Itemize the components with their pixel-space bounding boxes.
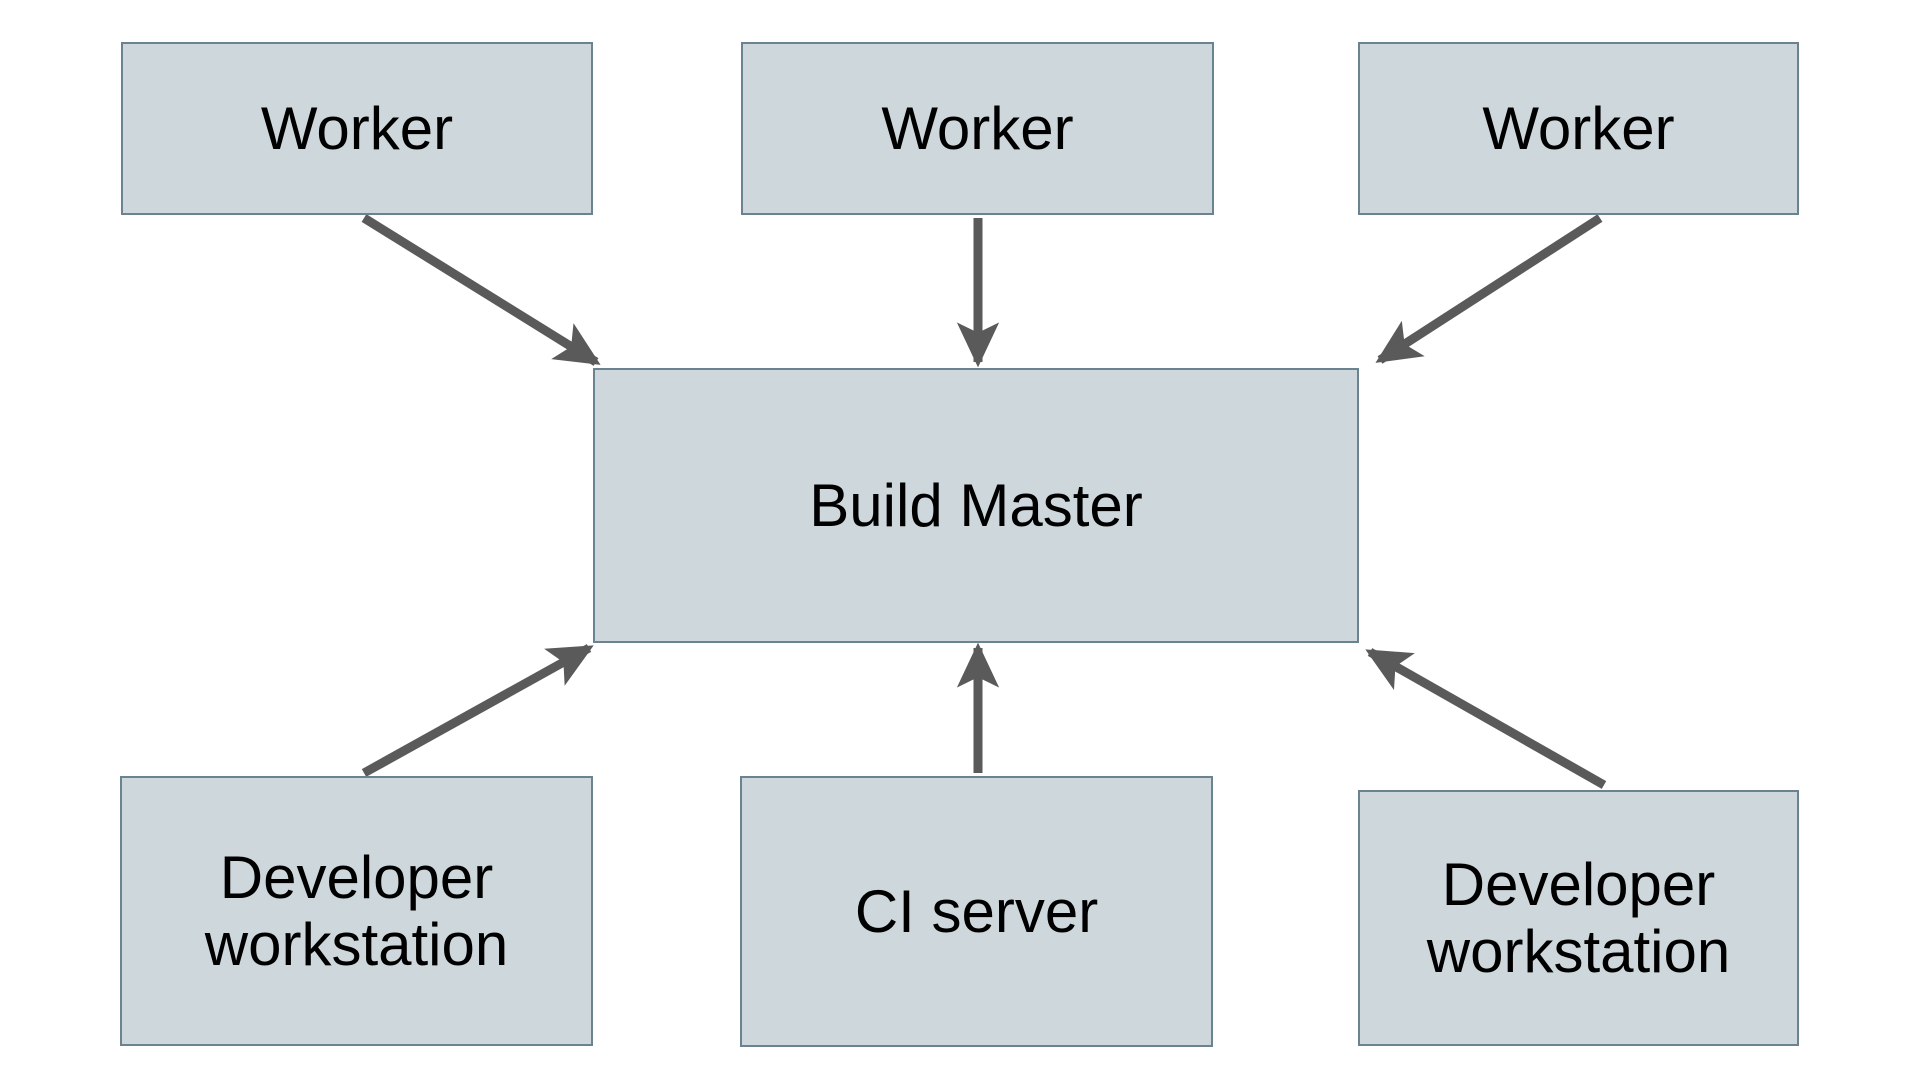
node-worker-1[interactable]: Worker: [121, 42, 593, 215]
node-worker-2-label: Worker: [881, 94, 1074, 162]
node-build-master[interactable]: Build Master: [593, 368, 1359, 643]
node-developer-workstation-left[interactable]: Developer workstation: [120, 776, 593, 1046]
edge-devright-to-master: [1365, 648, 1607, 789]
node-worker-2[interactable]: Worker: [741, 42, 1214, 215]
edge-worker3-to-master: [1375, 214, 1603, 364]
node-developer-workstation-left-label: Developer workstation: [204, 843, 509, 978]
node-ci-server-label: CI server: [854, 877, 1099, 945]
node-worker-3[interactable]: Worker: [1358, 42, 1799, 215]
node-worker-3-label: Worker: [1482, 94, 1675, 162]
node-developer-workstation-right[interactable]: Developer workstation: [1358, 790, 1799, 1046]
edge-devleft-to-master: [361, 644, 594, 777]
node-ci-server[interactable]: CI server: [740, 776, 1213, 1047]
node-worker-1-label: Worker: [260, 94, 454, 162]
node-build-master-label: Build Master: [809, 471, 1143, 539]
node-developer-workstation-right-label: Developer workstation: [1426, 850, 1731, 985]
edge-worker1-to-master: [361, 214, 601, 366]
